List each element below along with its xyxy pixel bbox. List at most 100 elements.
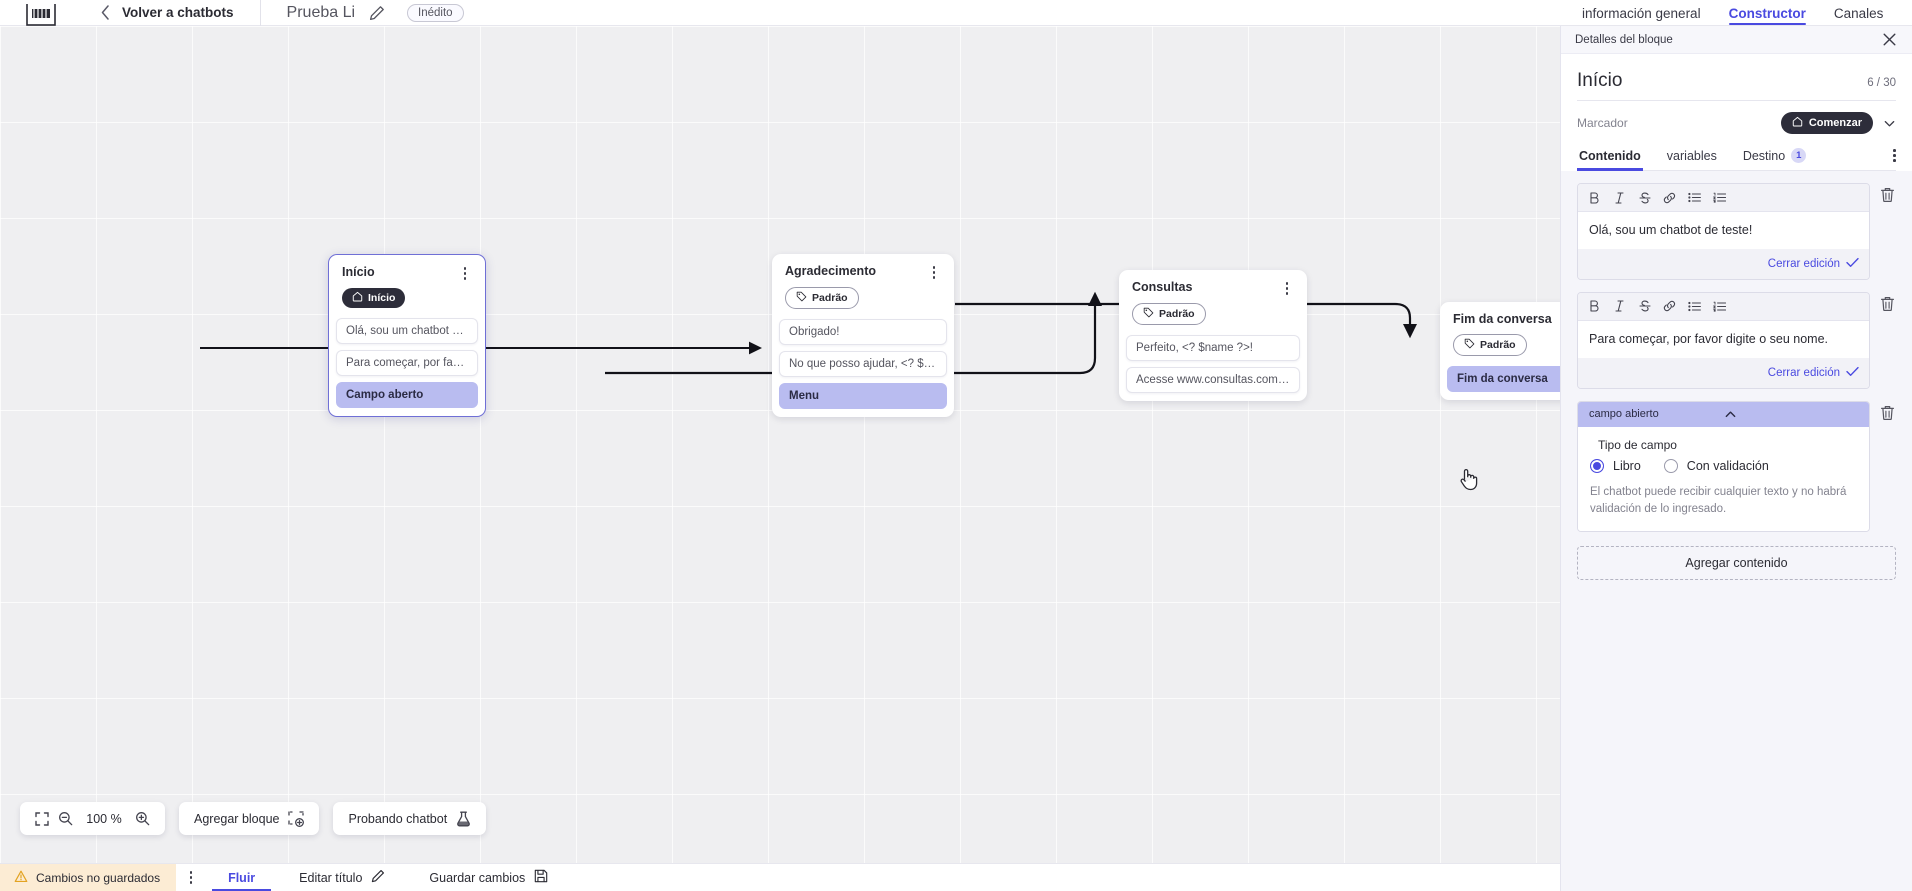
node-chip-default: Padrão	[1453, 334, 1527, 356]
panel-body: Início 6 / 30 Marcador Comenzar Cont	[1561, 54, 1912, 171]
rich-text-editor[interactable]: Olá, sou um chatbot de teste! Cerrar edi…	[1577, 183, 1870, 280]
marker-label: Marcador	[1577, 116, 1628, 130]
node-item[interactable]: No que posso ajudar, <? $name ...	[779, 350, 947, 377]
close-edit-link[interactable]: Cerrar edición	[1767, 366, 1840, 379]
radio-con-validacion[interactable]	[1663, 458, 1678, 473]
editor-text-value[interactable]: Olá, sou um chatbot de teste!	[1578, 212, 1869, 249]
strikethrough-icon[interactable]	[1634, 188, 1655, 207]
close-edit-link[interactable]: Cerrar edición	[1767, 257, 1840, 270]
bottom-tab-fluir[interactable]: Fluir	[206, 864, 277, 891]
italic-icon[interactable]	[1609, 297, 1630, 316]
pencil-icon[interactable]	[369, 5, 385, 21]
tab-contenido[interactable]: Contenido	[1577, 149, 1643, 171]
destino-count-badge: 1	[1791, 148, 1807, 163]
editor-toolbar	[1578, 184, 1869, 212]
chevron-down-icon[interactable]	[1883, 117, 1896, 130]
panel-kebab-menu-icon[interactable]	[1893, 149, 1896, 169]
flow-node-agradecimento[interactable]: Agradecimento Padrão Obrigado! No que po…	[772, 254, 954, 417]
add-block-button[interactable]: Agregar bloque	[179, 802, 320, 835]
link-icon[interactable]	[1659, 297, 1680, 316]
node-item[interactable]: Acesse www.consultas.com par...	[1126, 366, 1300, 393]
node-chip-label: Padrão	[1480, 339, 1516, 351]
node-chip-label: Padrão	[1159, 307, 1195, 320]
field-type-radio-group: Libro Con validación	[1590, 458, 1857, 473]
flow-node-fim-da-conversa[interactable]: Fim da conversa Padrão Fim da conversa	[1440, 302, 1560, 400]
home-icon	[352, 291, 363, 305]
node-chip-label: Padrão	[812, 291, 848, 304]
node-header: Consultas	[1119, 280, 1307, 295]
node-item[interactable]: Obrigado!	[779, 318, 947, 345]
tab-variables[interactable]: variables	[1665, 149, 1719, 170]
strikethrough-icon[interactable]	[1634, 297, 1655, 316]
zoom-in-icon[interactable]	[135, 811, 150, 826]
warning-icon	[14, 870, 28, 886]
node-item[interactable]: Para começar, por favor digite o ...	[336, 349, 478, 376]
tab-informacion-general[interactable]: información general	[1582, 6, 1701, 21]
tab-constructor[interactable]: Constructor	[1728, 6, 1807, 25]
toolbar-divider	[259, 0, 261, 26]
node-item-list: Fim da conversa	[1440, 366, 1560, 392]
radio-libro[interactable]	[1590, 458, 1604, 473]
open-field-card-body: Tipo de campo Libro Con validación El ch…	[1578, 426, 1869, 531]
trash-icon[interactable]	[1878, 292, 1896, 312]
check-icon[interactable]	[1846, 255, 1859, 273]
flow-canvas[interactable]: Início Início Olá, sou um chatbot de tes…	[0, 26, 1560, 863]
italic-icon[interactable]	[1609, 188, 1630, 207]
flow-node-inicio[interactable]: Início Início Olá, sou um chatbot de tes…	[328, 254, 486, 417]
node-item[interactable]: Fim da conversa	[1447, 366, 1560, 392]
test-chatbot-button[interactable]: Probando chatbot	[333, 802, 487, 835]
marker-value-label: Comenzar	[1808, 117, 1862, 129]
node-kebab-menu-icon[interactable]	[458, 265, 472, 280]
node-item[interactable]: Menu	[779, 382, 947, 409]
fit-screen-icon[interactable]	[35, 811, 49, 826]
bold-icon[interactable]	[1584, 188, 1605, 207]
zoom-out-icon[interactable]	[58, 811, 73, 826]
link-icon[interactable]	[1659, 188, 1680, 207]
node-item[interactable]: Olá, sou um chatbot de teste!	[336, 317, 478, 344]
panel-tabs: Contenido variables Destino 1	[1577, 148, 1896, 171]
rich-text-editor[interactable]: Para começar, por favor digite o seu nom…	[1577, 291, 1870, 389]
radio-con-validacion-label: Con validación	[1686, 458, 1769, 473]
tab-destino[interactable]: Destino 1	[1741, 148, 1808, 170]
chevron-left-icon[interactable]	[98, 5, 112, 20]
back-to-chatbots-link[interactable]: Volver a chatbots	[122, 5, 234, 20]
editor-toolbar	[1578, 292, 1869, 321]
close-icon[interactable]	[1882, 32, 1898, 48]
trash-icon[interactable]	[1878, 401, 1896, 421]
numbered-list-icon[interactable]	[1709, 188, 1730, 207]
add-content-button[interactable]: Agregar contenido	[1577, 546, 1896, 580]
edit-title-button[interactable]: Editar título	[277, 864, 407, 891]
node-kebab-menu-icon[interactable]	[1280, 280, 1294, 295]
marker-value-pill[interactable]: Comenzar	[1780, 112, 1873, 134]
bottom-kebab-menu-icon[interactable]	[176, 871, 206, 884]
node-title: Agradecimento	[785, 264, 876, 278]
numbered-list-icon[interactable]	[1709, 297, 1730, 316]
brand-logo-icon[interactable]	[24, 0, 58, 26]
node-chip-default: Padrão	[1132, 302, 1206, 325]
open-field-card-header[interactable]: campo abierto	[1578, 401, 1869, 427]
bold-icon[interactable]	[1584, 297, 1605, 316]
tab-canales[interactable]: Canales	[1833, 6, 1884, 21]
save-changes-button[interactable]: Guardar cambios	[407, 864, 570, 891]
open-field-card[interactable]: campo abierto Tipo de campo Libro Con va…	[1577, 400, 1870, 532]
node-title: Consultas	[1132, 280, 1193, 294]
bullet-list-icon[interactable]	[1684, 297, 1705, 316]
block-details-panel: Detalles del bloque Início 6 / 30 Marcad…	[1560, 26, 1912, 891]
node-item-list: Perfeito, <? $name ?>! Acesse www.consul…	[1119, 334, 1307, 393]
editor-text-value[interactable]: Para começar, por favor digite o seu nom…	[1578, 320, 1869, 358]
tag-icon	[1464, 338, 1475, 352]
node-kebab-menu-icon[interactable]	[927, 264, 941, 279]
field-help-text: El chatbot puede recibir cualquier texto…	[1590, 485, 1847, 515]
bottom-bar: Cambios no guardados Fluir Editar título…	[0, 863, 1560, 891]
flow-node-consultas[interactable]: Consultas Padrão Perfeito, <? $name ?>! …	[1119, 270, 1307, 401]
status-badge: Inédito	[407, 3, 464, 22]
bullet-list-icon[interactable]	[1684, 188, 1705, 207]
chevron-up-icon[interactable]	[1724, 408, 1859, 421]
trash-icon[interactable]	[1878, 183, 1896, 203]
node-item[interactable]: Perfeito, <? $name ?>!	[1126, 334, 1300, 361]
bottom-tab-fluir-label: Fluir	[228, 870, 256, 885]
content-block-text-1: Olá, sou um chatbot de teste! Cerrar edi…	[1577, 183, 1896, 280]
panel-header: Detalles del bloque	[1561, 26, 1912, 54]
node-item[interactable]: Campo aberto	[336, 381, 478, 408]
check-icon[interactable]	[1846, 364, 1859, 382]
